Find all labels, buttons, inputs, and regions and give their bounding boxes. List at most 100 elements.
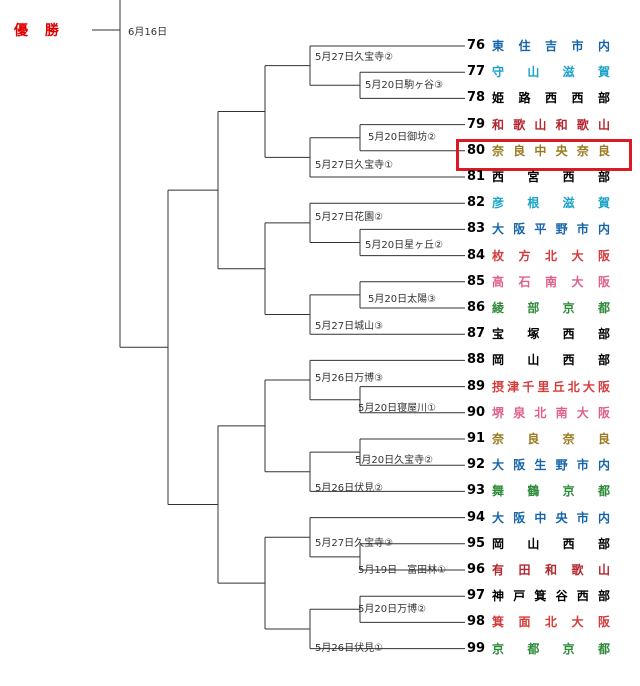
match-label: 5月27日花園② bbox=[315, 212, 384, 223]
team-name-char: 山 bbox=[527, 353, 540, 368]
match-label: 5月27日久宝寺③ bbox=[315, 538, 394, 549]
team-name-char: 京 bbox=[492, 641, 505, 656]
team-name: 舞鶴京都 bbox=[492, 483, 610, 499]
match-label: 5月20日久宝寺② bbox=[355, 455, 434, 466]
team-name-char: 部 bbox=[597, 536, 610, 551]
team-name-char: 賀 bbox=[597, 196, 610, 211]
team-name-char: 高 bbox=[492, 274, 505, 289]
team-name: 姫路西西部 bbox=[492, 90, 610, 106]
team-name-char: 良 bbox=[597, 143, 610, 158]
team-name-char: 神 bbox=[492, 589, 505, 604]
team-name-char: 西 bbox=[571, 91, 584, 106]
team-name-char: 市 bbox=[576, 510, 589, 525]
team-name-char: 西 bbox=[492, 170, 505, 184]
team-name: 岡山西部 bbox=[492, 352, 610, 368]
team-name-char: 歌 bbox=[576, 117, 589, 132]
team-name-char: 阪 bbox=[513, 458, 526, 473]
team-name: 大阪中央市内 bbox=[492, 510, 610, 526]
team-name-char: 阪 bbox=[597, 379, 610, 394]
team-name-char: 奈 bbox=[492, 432, 505, 446]
team-name-char: 南 bbox=[544, 274, 557, 289]
team-number: 99 bbox=[467, 640, 486, 656]
team-name-char: 中 bbox=[534, 143, 547, 158]
champion-label: 優 勝 bbox=[14, 23, 65, 39]
team-name: 大阪平野市内 bbox=[492, 221, 610, 237]
team-name-char: 山 bbox=[597, 117, 610, 132]
team-number: 84 bbox=[467, 247, 486, 263]
team-name-char: 阪 bbox=[597, 274, 610, 289]
team-name-char: 塚 bbox=[527, 327, 540, 342]
team-name-char: 大 bbox=[492, 222, 505, 237]
team-name-char: 鶴 bbox=[527, 484, 540, 499]
team-number: 86 bbox=[467, 300, 486, 315]
team-name-char: 守 bbox=[492, 65, 505, 80]
team-name-char: 里 bbox=[537, 379, 550, 394]
team-number: 81 bbox=[467, 169, 486, 184]
team-name: 綾部京都 bbox=[492, 300, 610, 316]
team-name: 箕面北大阪 bbox=[492, 614, 610, 630]
team-number: 97 bbox=[467, 588, 486, 604]
team-name-char: 都 bbox=[597, 484, 610, 499]
team-name-char: 吉 bbox=[544, 39, 557, 53]
team-name: 宝塚西部 bbox=[492, 326, 610, 342]
team-name-char: 市 bbox=[576, 222, 589, 237]
team-name-char: 滋 bbox=[562, 196, 575, 211]
team-name: 摂津千里丘北大阪 bbox=[492, 379, 610, 395]
team-number: 78 bbox=[467, 90, 486, 106]
team-name-char: 山 bbox=[527, 65, 540, 80]
team-name-char: 市 bbox=[571, 39, 584, 53]
team-name: 高石南大阪 bbox=[492, 274, 610, 290]
team-name-char: 市 bbox=[576, 458, 589, 473]
team-name: 彦根滋賀 bbox=[492, 195, 610, 211]
team-name-char: 阪 bbox=[513, 222, 526, 237]
team-name-char: 都 bbox=[527, 641, 540, 656]
final-date-label: 6月16日 bbox=[128, 27, 168, 38]
team-name-char: 岡 bbox=[492, 536, 505, 551]
team-name-char: 京 bbox=[562, 484, 575, 499]
team-name-char: 阪 bbox=[597, 615, 610, 630]
team-name-char: 央 bbox=[555, 510, 568, 525]
team-name-char: 和 bbox=[555, 117, 568, 132]
team-name: 京都京都 bbox=[492, 641, 610, 657]
team-number: 94 bbox=[467, 509, 486, 525]
team-name-char: 歌 bbox=[571, 563, 584, 577]
team-name-char: 部 bbox=[527, 301, 540, 315]
team-name-char: 丘 bbox=[552, 379, 565, 394]
team-name-char: 内 bbox=[597, 39, 610, 53]
team-number: 88 bbox=[467, 352, 486, 368]
team-number: 77 bbox=[467, 64, 486, 80]
team-name-char: 阪 bbox=[597, 248, 610, 263]
team-name-char: 住 bbox=[518, 39, 531, 53]
team-name-char: 大 bbox=[576, 405, 589, 420]
team-name-char: 大 bbox=[571, 248, 584, 263]
team-name-char: 良 bbox=[513, 143, 526, 158]
team-number: 85 bbox=[467, 273, 486, 289]
team-name-char: 舞 bbox=[492, 484, 505, 499]
team-name-char: 内 bbox=[597, 510, 610, 525]
team-name: 岡山西部 bbox=[492, 536, 610, 552]
team-name: 神戸箕谷西部 bbox=[492, 588, 610, 604]
match-label: 5月26日万博③ bbox=[315, 373, 384, 384]
team-name-char: 大 bbox=[582, 379, 595, 394]
team-name-char: 東 bbox=[492, 39, 505, 53]
match-label: 5月20日御坊② bbox=[368, 132, 437, 143]
team-name-char: 西 bbox=[562, 327, 575, 342]
team-name-char: 山 bbox=[534, 117, 547, 132]
team-name-char: 谷 bbox=[555, 589, 568, 604]
team-name-char: 大 bbox=[571, 274, 584, 289]
team-name-char: 西 bbox=[544, 91, 557, 106]
match-label: 5月26日伏見① bbox=[315, 643, 384, 654]
team-number: 79 bbox=[467, 116, 486, 132]
team-name-char: 戸 bbox=[513, 589, 526, 604]
team-name-char: 津 bbox=[507, 379, 520, 394]
team-name-char: 西 bbox=[562, 536, 575, 551]
team-number: 89 bbox=[467, 378, 486, 394]
team-name-char: 山 bbox=[527, 536, 540, 551]
match-label: 5月20日星ヶ丘② bbox=[365, 240, 444, 251]
team-name-char: 和 bbox=[492, 117, 505, 132]
team-name-char: 箕 bbox=[492, 615, 505, 630]
team-name-char: 千 bbox=[522, 379, 535, 394]
match-label: 5月20日寝屋川① bbox=[358, 403, 437, 414]
team-number: 92 bbox=[467, 457, 486, 473]
team-name-char: 綾 bbox=[492, 301, 505, 315]
